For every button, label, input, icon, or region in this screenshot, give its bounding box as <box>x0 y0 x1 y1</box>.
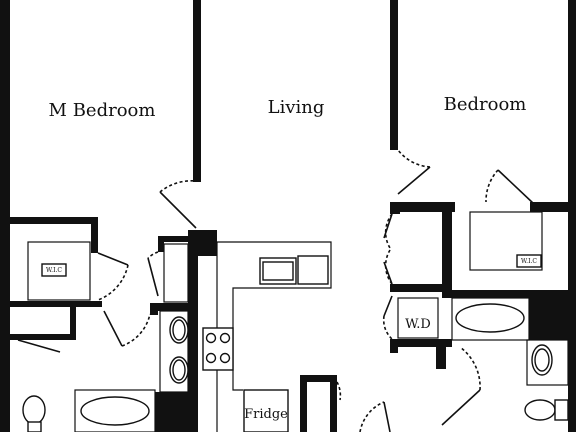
burner-3 <box>205 352 217 364</box>
bedroom-door-leaf <box>397 166 431 195</box>
hall-door-swing-2 <box>384 249 393 285</box>
wall-wic-bottom <box>10 301 102 307</box>
wall-pantry-left <box>300 375 307 432</box>
linen-closet <box>163 243 189 303</box>
master-closet-door-leaf <box>17 339 61 353</box>
master-sink-2-inner <box>172 359 186 381</box>
master-vanity <box>159 310 189 393</box>
wall-bedroom-bottom-left <box>390 202 455 212</box>
wd-door-leaf <box>383 295 393 317</box>
wall-linen-left <box>158 236 164 252</box>
burner-1 <box>205 332 217 344</box>
wd-closet <box>397 297 439 339</box>
master-sink-1-inner <box>172 319 186 341</box>
doors <box>17 149 535 432</box>
wall-bath-stub <box>70 307 76 340</box>
master-door-swing <box>159 180 197 193</box>
master-wic-label: W.I.C <box>46 267 62 274</box>
linen-door-swing <box>147 251 159 259</box>
hall-lower-door-swing <box>359 401 385 432</box>
master-toilet-tank <box>27 421 42 432</box>
wall-vanity-left <box>150 303 158 315</box>
bath2-door-swing <box>459 346 481 391</box>
wall-bath2-top <box>442 290 576 298</box>
bath2-vanity <box>526 339 569 386</box>
master-bath-door-leaf <box>103 310 123 347</box>
wall-vanity-top <box>150 303 192 311</box>
master-tub-basin <box>80 396 150 426</box>
wall-hall-post-2 <box>390 339 398 353</box>
labels: M Bedroom Living Bedroom W.I.C W.I.C W.D… <box>41 94 542 422</box>
hall-lower-door-leaf <box>383 401 391 432</box>
wall-wd-bottom <box>390 339 452 347</box>
kitchen-sink-inner <box>262 261 294 281</box>
master-tub <box>74 389 156 432</box>
master-wic-tag <box>41 263 67 277</box>
master-bath-door-swing <box>121 313 151 347</box>
wall-left-outer <box>0 0 10 432</box>
room-label-master-bedroom: M Bedroom <box>49 100 156 121</box>
wall-closet-right <box>442 202 452 294</box>
bath2-sink-inner <box>534 348 550 372</box>
bedroom-wic-shelf <box>469 211 543 271</box>
burner-4 <box>219 352 231 364</box>
bedroom-door-swing <box>397 149 431 168</box>
fridge-label: Fridge <box>244 407 288 422</box>
master-wic-door-swing <box>97 264 129 301</box>
master-wic-door-leaf <box>97 252 129 266</box>
wall-wd-top <box>390 284 452 292</box>
bedroom-wic-label: W.I.C <box>521 258 537 265</box>
wall-bath2-stub <box>436 339 446 369</box>
wall-living-bedroom <box>390 0 398 150</box>
wall-linen-top <box>158 236 192 242</box>
wall-column-cap <box>193 230 217 256</box>
wall-pantry-top <box>300 375 332 382</box>
wd-door-swing <box>382 315 393 340</box>
linen-door-leaf <box>147 257 159 297</box>
hall-door-leaf-2 <box>383 261 393 285</box>
bedroom-wic-tag <box>516 254 542 268</box>
fridge <box>243 389 289 432</box>
hall-door-leaf-1 <box>383 213 393 239</box>
wall-right-outer <box>568 0 576 432</box>
wall-master-living <box>193 0 201 182</box>
master-door-leaf <box>159 191 197 229</box>
room-label-bedroom: Bedroom <box>444 94 527 115</box>
fixtures <box>22 255 569 432</box>
washer-dryer-label: W.D <box>405 317 431 332</box>
master-toilet <box>22 395 46 425</box>
wall-pantry-right <box>330 375 337 432</box>
bedroom-wic-door-leaf <box>497 169 535 205</box>
wall-hall-post <box>390 284 398 292</box>
wall-bath-top <box>10 334 76 340</box>
wall-hall-stub <box>390 202 400 214</box>
bath2-toilet-tank <box>554 399 569 421</box>
kitchen-counter <box>217 241 332 391</box>
dishwasher <box>297 255 329 285</box>
hall-door-swing-1 <box>384 213 393 249</box>
bath2-door-leaf <box>441 389 481 426</box>
wall-bedroom-bottom-right <box>530 202 576 212</box>
wall-bath-corner <box>155 392 188 432</box>
bath2-tub-basin <box>455 303 525 333</box>
master-wic-shelf <box>27 241 91 301</box>
wall-wic-right <box>91 217 98 253</box>
burner-2 <box>219 332 231 344</box>
bedroom-wic-door-swing <box>485 169 499 203</box>
room-label-living: Living <box>268 97 325 118</box>
bath2-tub <box>451 297 530 341</box>
bath2-toilet <box>524 399 556 421</box>
wall-bath2-right <box>529 290 576 340</box>
pantry-door-swing <box>336 381 342 401</box>
wall-column <box>188 230 198 432</box>
wall-master-bottom <box>10 217 98 224</box>
